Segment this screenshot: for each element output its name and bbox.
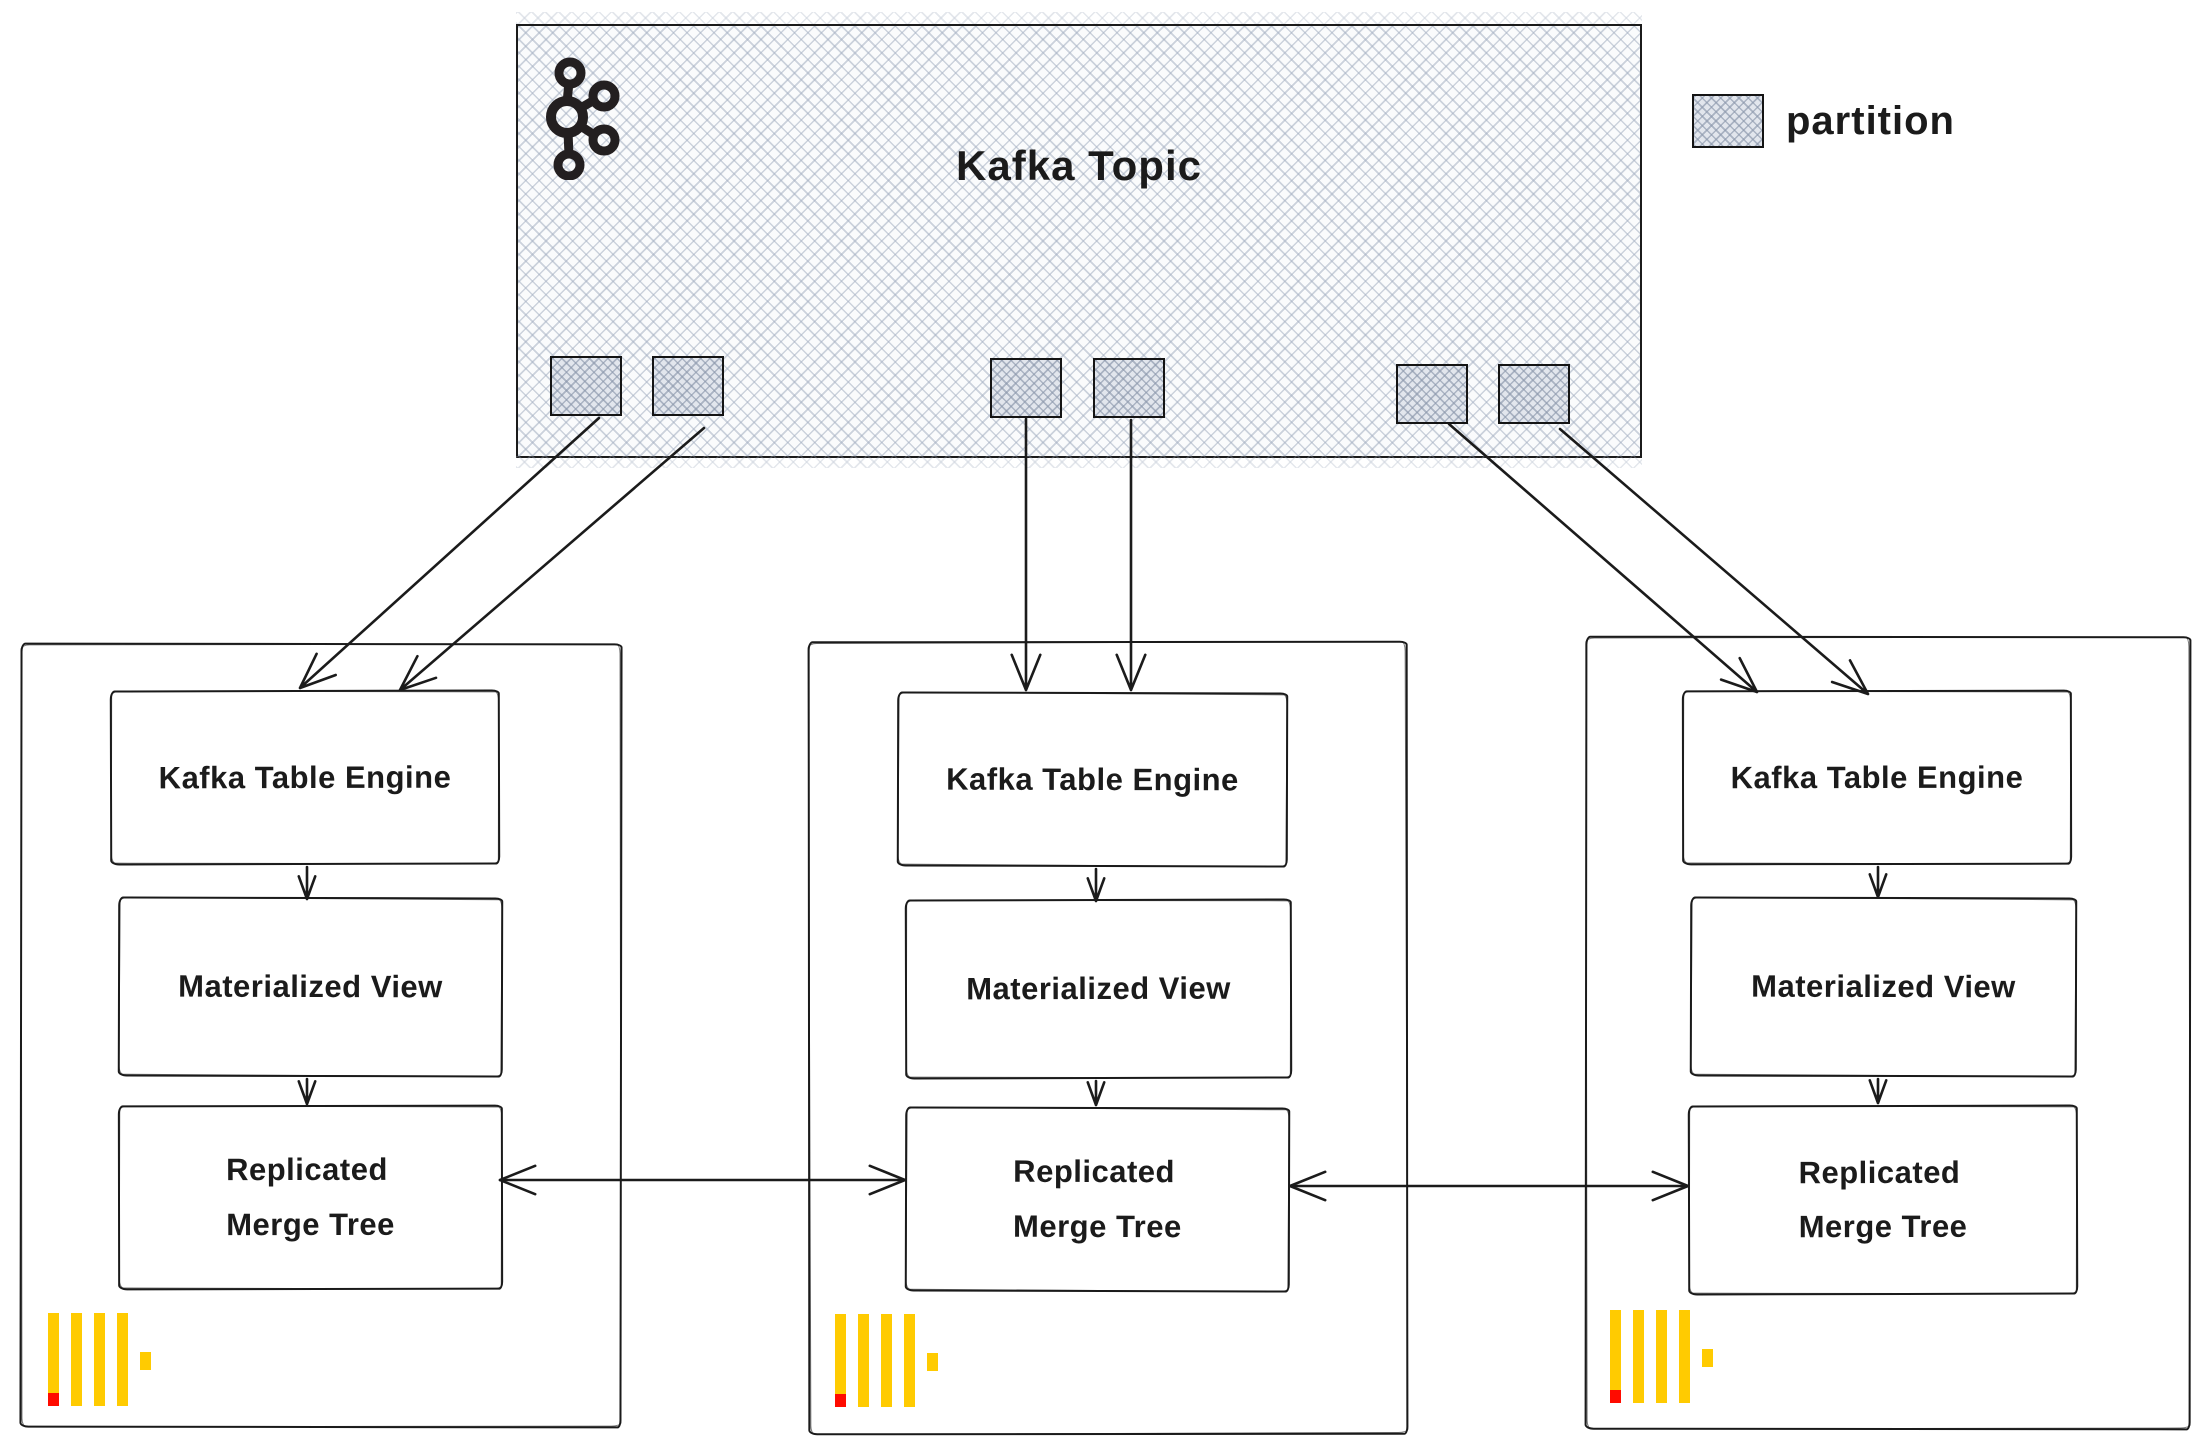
kafka-table-engine-box: Kafka Table Engine	[1681, 689, 2073, 866]
replicated-merge-tree-line1: Replicated	[1798, 1154, 1961, 1190]
replicated-merge-tree-box: Replicated Merge Tree	[1687, 1104, 2079, 1296]
clickhouse-logo-icon	[835, 1314, 939, 1407]
partition-box	[1498, 364, 1570, 424]
partition-box	[1093, 358, 1165, 418]
kafka-table-engine-label: Kafka Table Engine	[946, 761, 1239, 797]
kafka-table-engine-label: Kafka Table Engine	[158, 759, 452, 795]
partition-legend: partition	[1692, 94, 1955, 148]
partition-box	[550, 356, 622, 416]
partition-box	[1396, 364, 1468, 424]
replicated-merge-tree-line2: Merge Tree	[226, 1206, 395, 1242]
partition-legend-swatch	[1692, 94, 1764, 148]
materialized-view-box: Materialized View	[904, 898, 1293, 1080]
replicated-merge-tree-line2: Merge Tree	[1013, 1208, 1182, 1244]
kafka-table-engine-box: Kafka Table Engine	[896, 691, 1289, 868]
materialized-view-label: Materialized View	[178, 968, 443, 1005]
partition-box	[990, 358, 1062, 418]
kafka-table-engine-label: Kafka Table Engine	[1730, 759, 2024, 795]
kafka-logo-icon	[546, 57, 620, 180]
replicated-merge-tree-line1: Replicated	[226, 1152, 388, 1188]
materialized-view-box: Materialized View	[117, 896, 504, 1078]
materialized-view-label: Materialized View	[966, 970, 1231, 1007]
replicated-merge-tree-line2: Merge Tree	[1798, 1208, 1968, 1245]
partition-legend-label: partition	[1786, 98, 1955, 143]
kafka-topic-box: Kafka Topic	[516, 12, 1642, 468]
clickhouse-logo-icon	[48, 1313, 152, 1406]
partition-box	[652, 356, 724, 416]
kafka-topic-title: Kafka Topic	[956, 142, 1202, 189]
replicated-merge-tree-line1: Replicated	[1013, 1154, 1176, 1190]
materialized-view-label: Materialized View	[1751, 968, 2016, 1005]
materialized-view-box: Materialized View	[1689, 896, 2078, 1078]
replicated-merge-tree-box: Replicated Merge Tree	[117, 1104, 504, 1291]
clickhouse-logo-icon	[1610, 1310, 1714, 1403]
kafka-table-engine-box: Kafka Table Engine	[109, 689, 501, 866]
replicated-merge-tree-box: Replicated Merge Tree	[904, 1106, 1291, 1293]
